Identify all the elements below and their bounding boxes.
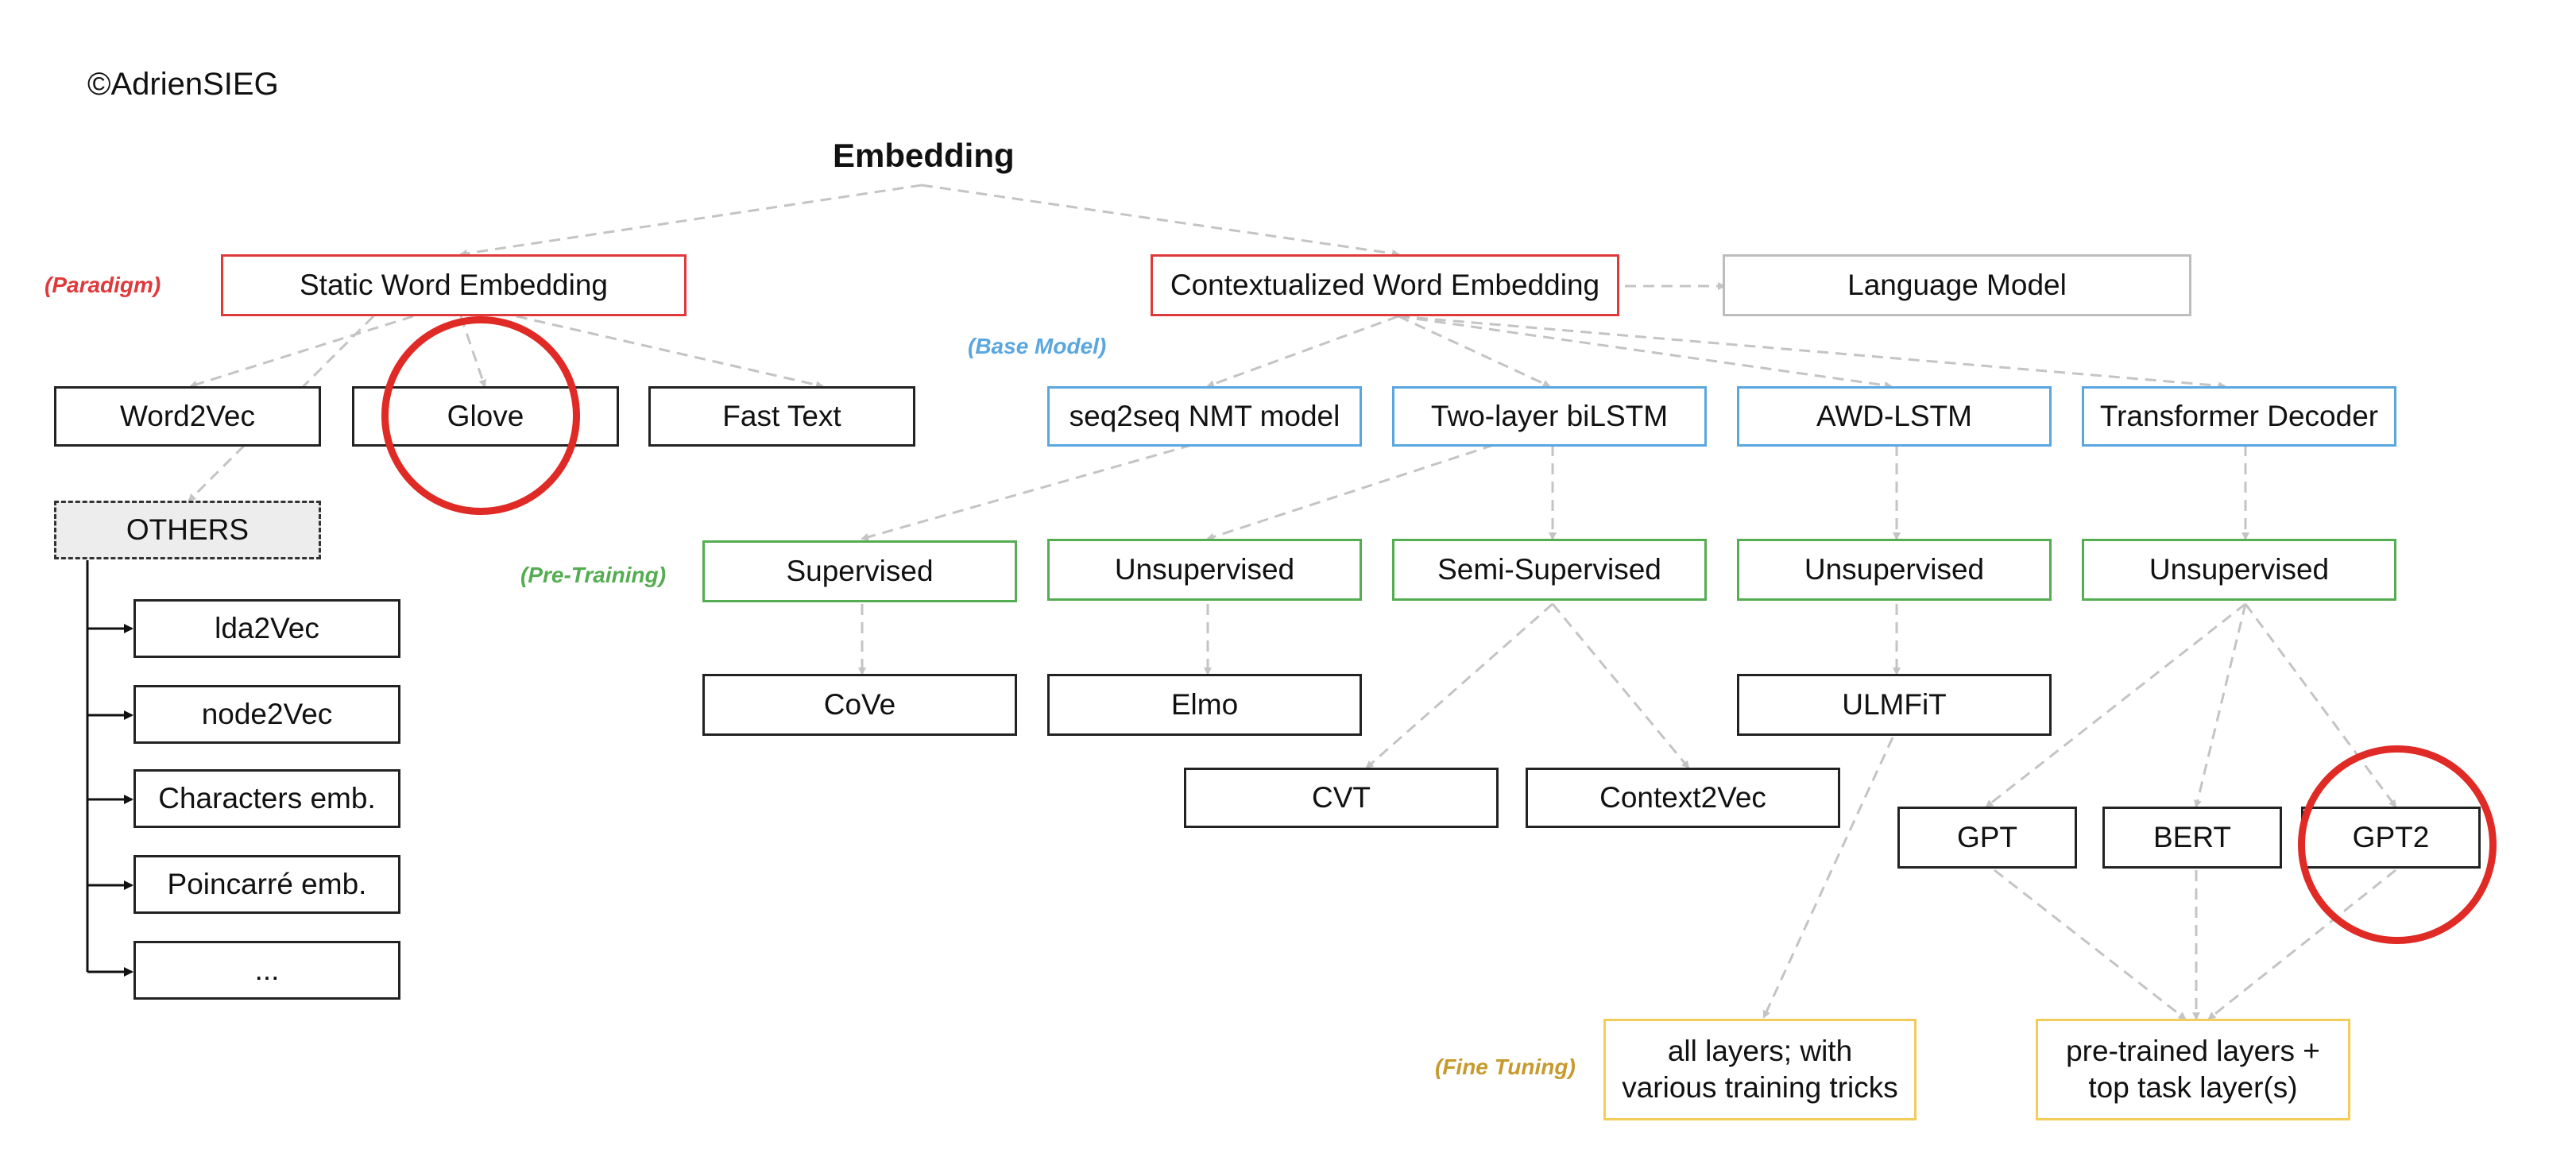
highlight-ring-glove <box>381 316 580 515</box>
node-poincarre-emb: Poincarré emb. <box>133 855 400 914</box>
fine-tuning-top-layers-line1: pre-trained layers + <box>2066 1034 2320 1067</box>
node-supervised: Supervised <box>702 540 1017 602</box>
node-unsupervised-transformer: Unsupervised <box>2082 539 2396 601</box>
label-paradigm: (Paradigm) <box>44 273 161 297</box>
node-seq2seq-nmt-model: seq2seq NMT model <box>1047 386 1362 447</box>
node-ulmfit: ULMFiT <box>1737 674 2052 736</box>
node-characters-emb: Characters emb. <box>133 769 400 828</box>
label-base-model: (Base Model) <box>968 334 1107 358</box>
highlight-ring-gpt2 <box>2298 745 2497 944</box>
node-lda2vec: lda2Vec <box>133 599 400 658</box>
edge-contextual-bilstm <box>1398 315 1551 388</box>
label-fine-tuning: (Fine Tuning) <box>1435 1054 1576 1079</box>
edge-semisup-context2vec <box>1551 603 1690 769</box>
fine-tuning-top-layers-line2: top task layer(s) <box>2088 1071 2298 1104</box>
node-word2vec: Word2Vec <box>54 386 321 447</box>
node-static-word-embedding: Static Word Embedding <box>221 254 687 316</box>
node-cvt: CVT <box>1184 768 1499 828</box>
node-context2vec: Context2Vec <box>1526 768 1840 828</box>
edge-static-word2vec <box>189 315 414 389</box>
node-two-layer-bilstm: Two-layer biLSTM <box>1392 386 1707 447</box>
edge-embedding-contextual <box>921 184 1400 257</box>
copyright-text: ©AdrienSIEG <box>87 67 279 102</box>
node-semi-supervised: Semi-Supervised <box>1392 539 1707 601</box>
edge-contextual-seq2seq <box>1206 315 1399 388</box>
node-fast-text: Fast Text <box>648 386 915 447</box>
edge-bilstm-unsup1 <box>1206 443 1495 541</box>
node-language-model: Language Model <box>1723 254 2191 316</box>
fine-tuning-all-layers-line2: various training tricks <box>1622 1071 1898 1104</box>
node-contextualized-word-embedding: Contextualized Word Embedding <box>1151 254 1619 316</box>
node-bert: BERT <box>2102 807 2282 869</box>
node-cove: CoVe <box>702 674 1017 736</box>
edge-contextual-awd <box>1398 315 1893 389</box>
node-unsupervised-ulmfit: Unsupervised <box>1737 539 2052 601</box>
node-ellipsis: ... <box>133 941 400 1000</box>
node-fine-tuning-top-layers: pre-trained layers + top task layer(s) <box>2036 1019 2350 1120</box>
edge-ulmfit-ft <box>1762 737 1894 1019</box>
diagram-title: Embedding <box>833 137 1015 174</box>
label-pre-training: (Pre-Training) <box>520 563 667 587</box>
edge-gpt-ft <box>1994 869 2187 1020</box>
fine-tuning-all-layers-line1: all layers; with <box>1667 1034 1853 1067</box>
node-elmo: Elmo <box>1047 674 1362 736</box>
node-gpt: GPT <box>1897 807 2077 869</box>
node-awd-lstm: AWD-LSTM <box>1737 386 2052 447</box>
edge-embedding-static <box>459 184 922 257</box>
node-fine-tuning-all-layers: all layers; with various training tricks <box>1603 1019 1917 1120</box>
edge-seq2seq-supervised <box>861 443 1193 541</box>
edge-contextual-transformer <box>1398 315 2226 390</box>
edge-semisup-cvt <box>1365 602 1553 769</box>
node-unsupervised-elmo: Unsupervised <box>1047 539 1362 601</box>
edge-unsup3-bert <box>2194 603 2247 808</box>
node-node2vec: node2Vec <box>133 685 400 744</box>
node-others: OTHERS <box>54 501 321 559</box>
edge-static-fasttext <box>516 315 824 389</box>
node-transformer-decoder: Transformer Decoder <box>2082 386 2396 447</box>
